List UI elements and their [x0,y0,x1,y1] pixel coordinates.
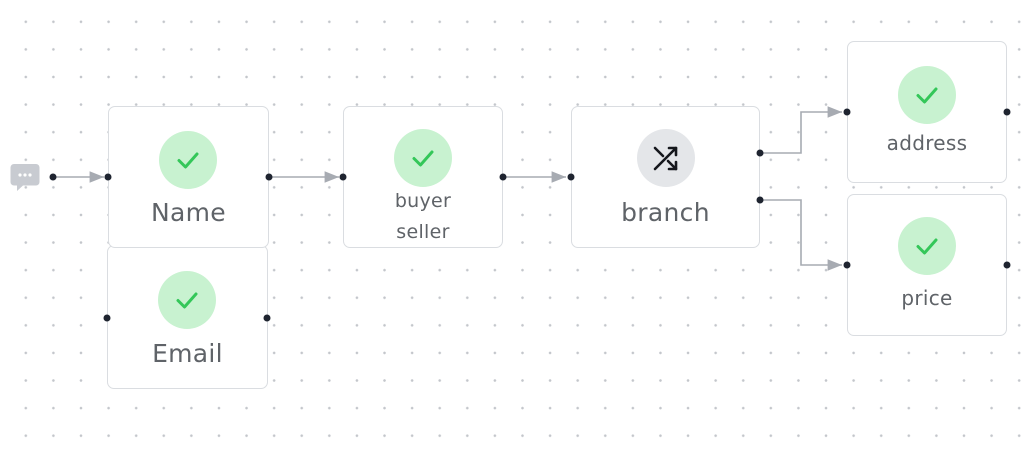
check-icon [412,150,434,167]
branch-output-port-1[interactable] [756,149,764,157]
branch-badge [637,129,695,187]
start-trigger[interactable] [10,163,42,193]
status-complete-badge [394,129,452,187]
name-output-port[interactable] [265,173,273,181]
status-complete-badge [898,217,956,275]
email-input-port[interactable] [103,314,111,322]
check-icon [916,87,938,104]
status-complete-badge [898,66,956,124]
check-icon [916,238,938,255]
node-label-line-1: buyer [394,190,452,212]
node-label: address [886,131,968,155]
node-email[interactable]: Email [107,245,268,389]
start-output-port[interactable] [49,173,57,181]
buyer-seller-output-port[interactable] [499,173,507,181]
node-buyer-seller[interactable]: buyer seller [343,106,503,248]
node-label: Name [151,198,226,227]
node-name[interactable]: Name [108,106,269,248]
node-label: branch [621,198,710,227]
branch-input-port[interactable] [567,173,575,181]
edge-branch-to-price[interactable] [761,199,842,271]
price-output-port[interactable] [1003,261,1011,269]
check-icon [176,292,198,309]
status-complete-badge [158,271,216,329]
buyer-seller-input-port[interactable] [339,173,347,181]
chat-bubble-icon [10,164,40,191]
node-label: Email [152,339,223,368]
node-price[interactable]: price [847,194,1007,336]
address-output-port[interactable] [1003,108,1011,116]
address-input-port[interactable] [843,108,851,116]
email-output-port[interactable] [263,314,271,322]
branch-output-port-2[interactable] [756,196,764,204]
check-icon [177,152,199,169]
price-input-port[interactable] [843,261,851,269]
node-label: price [901,286,953,310]
node-branch[interactable]: branch [571,106,760,248]
status-complete-badge [159,131,217,189]
shuffle-icon [653,146,678,171]
node-address[interactable]: address [847,41,1007,183]
name-input-port[interactable] [104,173,112,181]
node-label-line-2: seller [396,221,450,243]
edge-branch-to-address[interactable] [761,106,842,154]
